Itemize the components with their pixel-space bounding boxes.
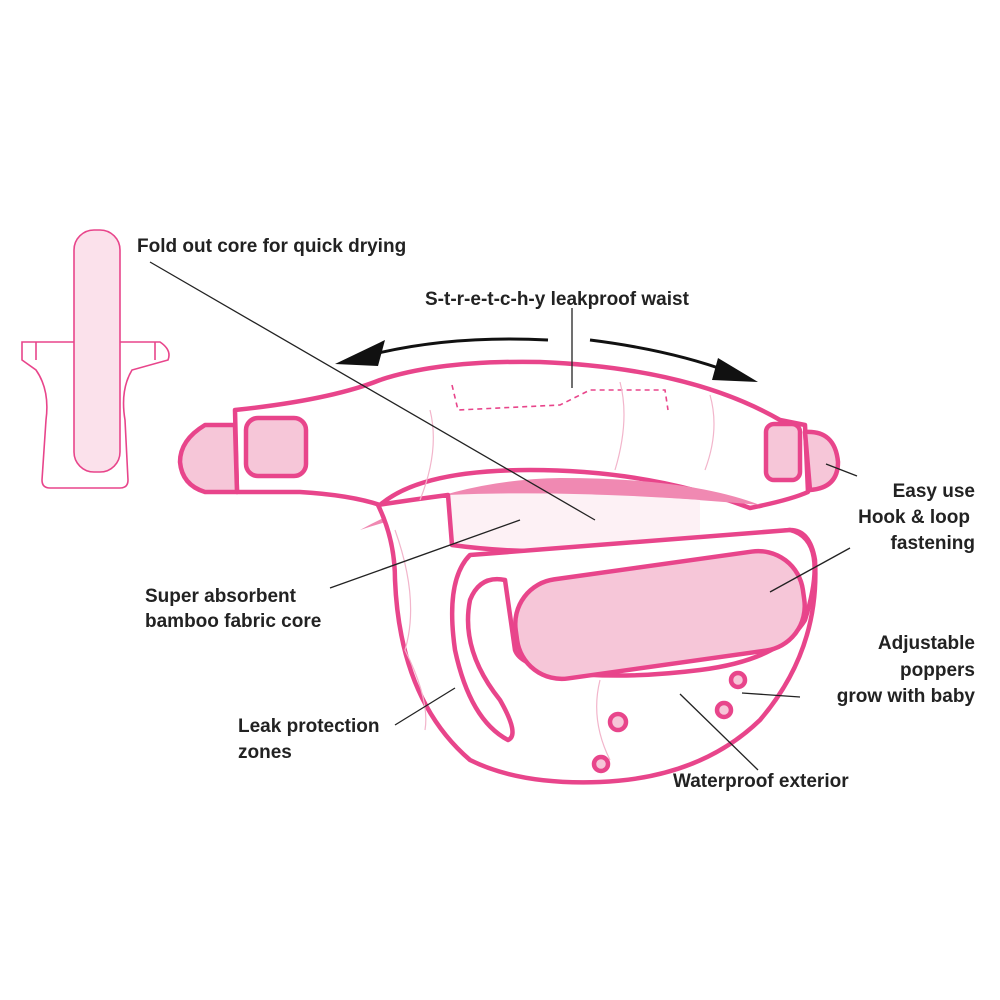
label-zones: zones	[238, 742, 292, 763]
front-hook-patch	[513, 548, 807, 682]
left-tab	[177, 422, 240, 495]
label-bamboo-core: bamboo fabric core	[145, 611, 321, 632]
diaper-illustration	[177, 359, 841, 785]
label-poppers: poppers	[900, 660, 975, 681]
label-hook-loop: Hook & loop	[858, 507, 970, 528]
leader-lines	[149, 261, 858, 771]
label-fastening: fastening	[891, 533, 975, 554]
stretch-arrows	[335, 337, 758, 382]
poppers	[591, 670, 748, 774]
label-leak-protection: Leak protection	[238, 716, 379, 737]
label-super-absorbent: Super absorbent	[145, 586, 297, 607]
label-grow-with-baby: grow with baby	[837, 686, 976, 707]
label-easy-use: Easy use	[893, 481, 975, 502]
flat-diaper-illustration	[21, 229, 170, 489]
label-waterproof: Waterproof exterior	[673, 771, 849, 792]
arrow-right-icon	[712, 358, 758, 382]
left-hook-patch	[243, 415, 309, 479]
right-hook-patch	[763, 421, 803, 483]
label-fold-out-core: Fold out core for quick drying	[137, 236, 406, 257]
label-stretchy-waist: S-t-r-e-t-c-h-y leakproof waist	[425, 289, 690, 310]
right-tab	[802, 429, 841, 493]
label-adjustable: Adjustable	[878, 633, 975, 654]
arrow-left-icon	[335, 340, 385, 366]
